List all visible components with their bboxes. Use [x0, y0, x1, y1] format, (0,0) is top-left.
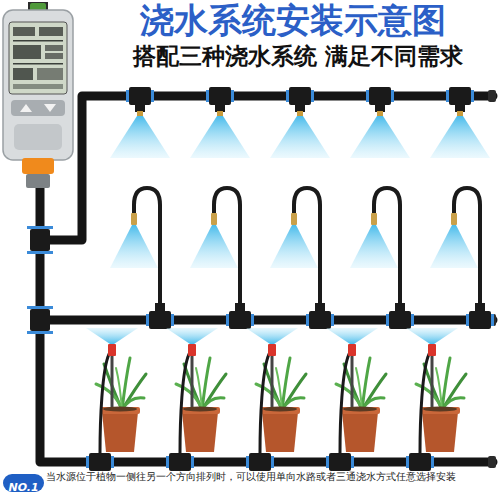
water-timer-part [44, 104, 56, 112]
water-pipes-part [488, 456, 496, 468]
mist-row [110, 87, 490, 158]
water-timer-part [11, 100, 65, 116]
mist-nozzle [270, 87, 330, 158]
water-timer [3, 2, 73, 188]
water-timer-part [39, 27, 63, 36]
title: 浇水系统安装示意图 [88, 0, 498, 40]
water-timer-part [13, 84, 63, 89]
mist-nozzle [190, 87, 250, 158]
water-pipes-part [27, 331, 53, 334]
water-timer-part [22, 158, 54, 174]
gooseneck-sprinkler [430, 188, 494, 329]
water-timer-part [14, 124, 62, 150]
water-timer-part [9, 22, 67, 94]
water-pipes-part [488, 90, 496, 102]
potted-plant-dripper [86, 328, 146, 471]
water-timer-part [26, 174, 50, 188]
water-timer-part [20, 104, 32, 112]
gooseneck-sprinkler [110, 188, 174, 329]
water-timer-part [13, 40, 63, 42]
badge-number: NO.1 [3, 474, 44, 492]
mist-nozzle [350, 87, 410, 158]
gooseneck-sprinkler [350, 188, 414, 329]
water-pipes-part [27, 251, 53, 254]
potted-plant-dripper [406, 328, 466, 471]
mist-nozzle [110, 87, 170, 158]
potted-plant-dripper [246, 328, 306, 471]
water-timer-part [13, 27, 35, 36]
water-pipes-part [30, 309, 50, 331]
gooseneck-sprinkler [190, 188, 254, 329]
water-timer-part [45, 45, 63, 51]
water-timer-part [13, 45, 41, 59]
badge-text: NO.1 [8, 481, 38, 495]
water-timer-part [13, 68, 33, 80]
gooseneck-row [110, 188, 494, 329]
potted-plant-dripper [326, 328, 386, 471]
water-timer-part [3, 10, 73, 160]
gooseneck-sprinkler [270, 188, 334, 329]
water-pipes-part [27, 226, 53, 229]
water-timer-part [13, 63, 63, 65]
potted-plant-dripper [166, 328, 226, 471]
water-pipes-part [40, 96, 493, 240]
water-pipes-part [40, 316, 493, 325]
subtitle: 搭配三种浇水系统 满足不同需求 [100, 42, 496, 70]
drip-row [86, 328, 466, 471]
water-pipes-part [30, 229, 50, 251]
water-pipes-part [27, 306, 53, 309]
mist-nozzle [430, 87, 490, 158]
water-timer-part [45, 53, 63, 59]
water-timer-part [37, 68, 63, 80]
note-text: 当水源位于植物一侧往另一个方向排列时，可以使用单向水路或者三通浇水方式任意选择安… [46, 471, 496, 484]
